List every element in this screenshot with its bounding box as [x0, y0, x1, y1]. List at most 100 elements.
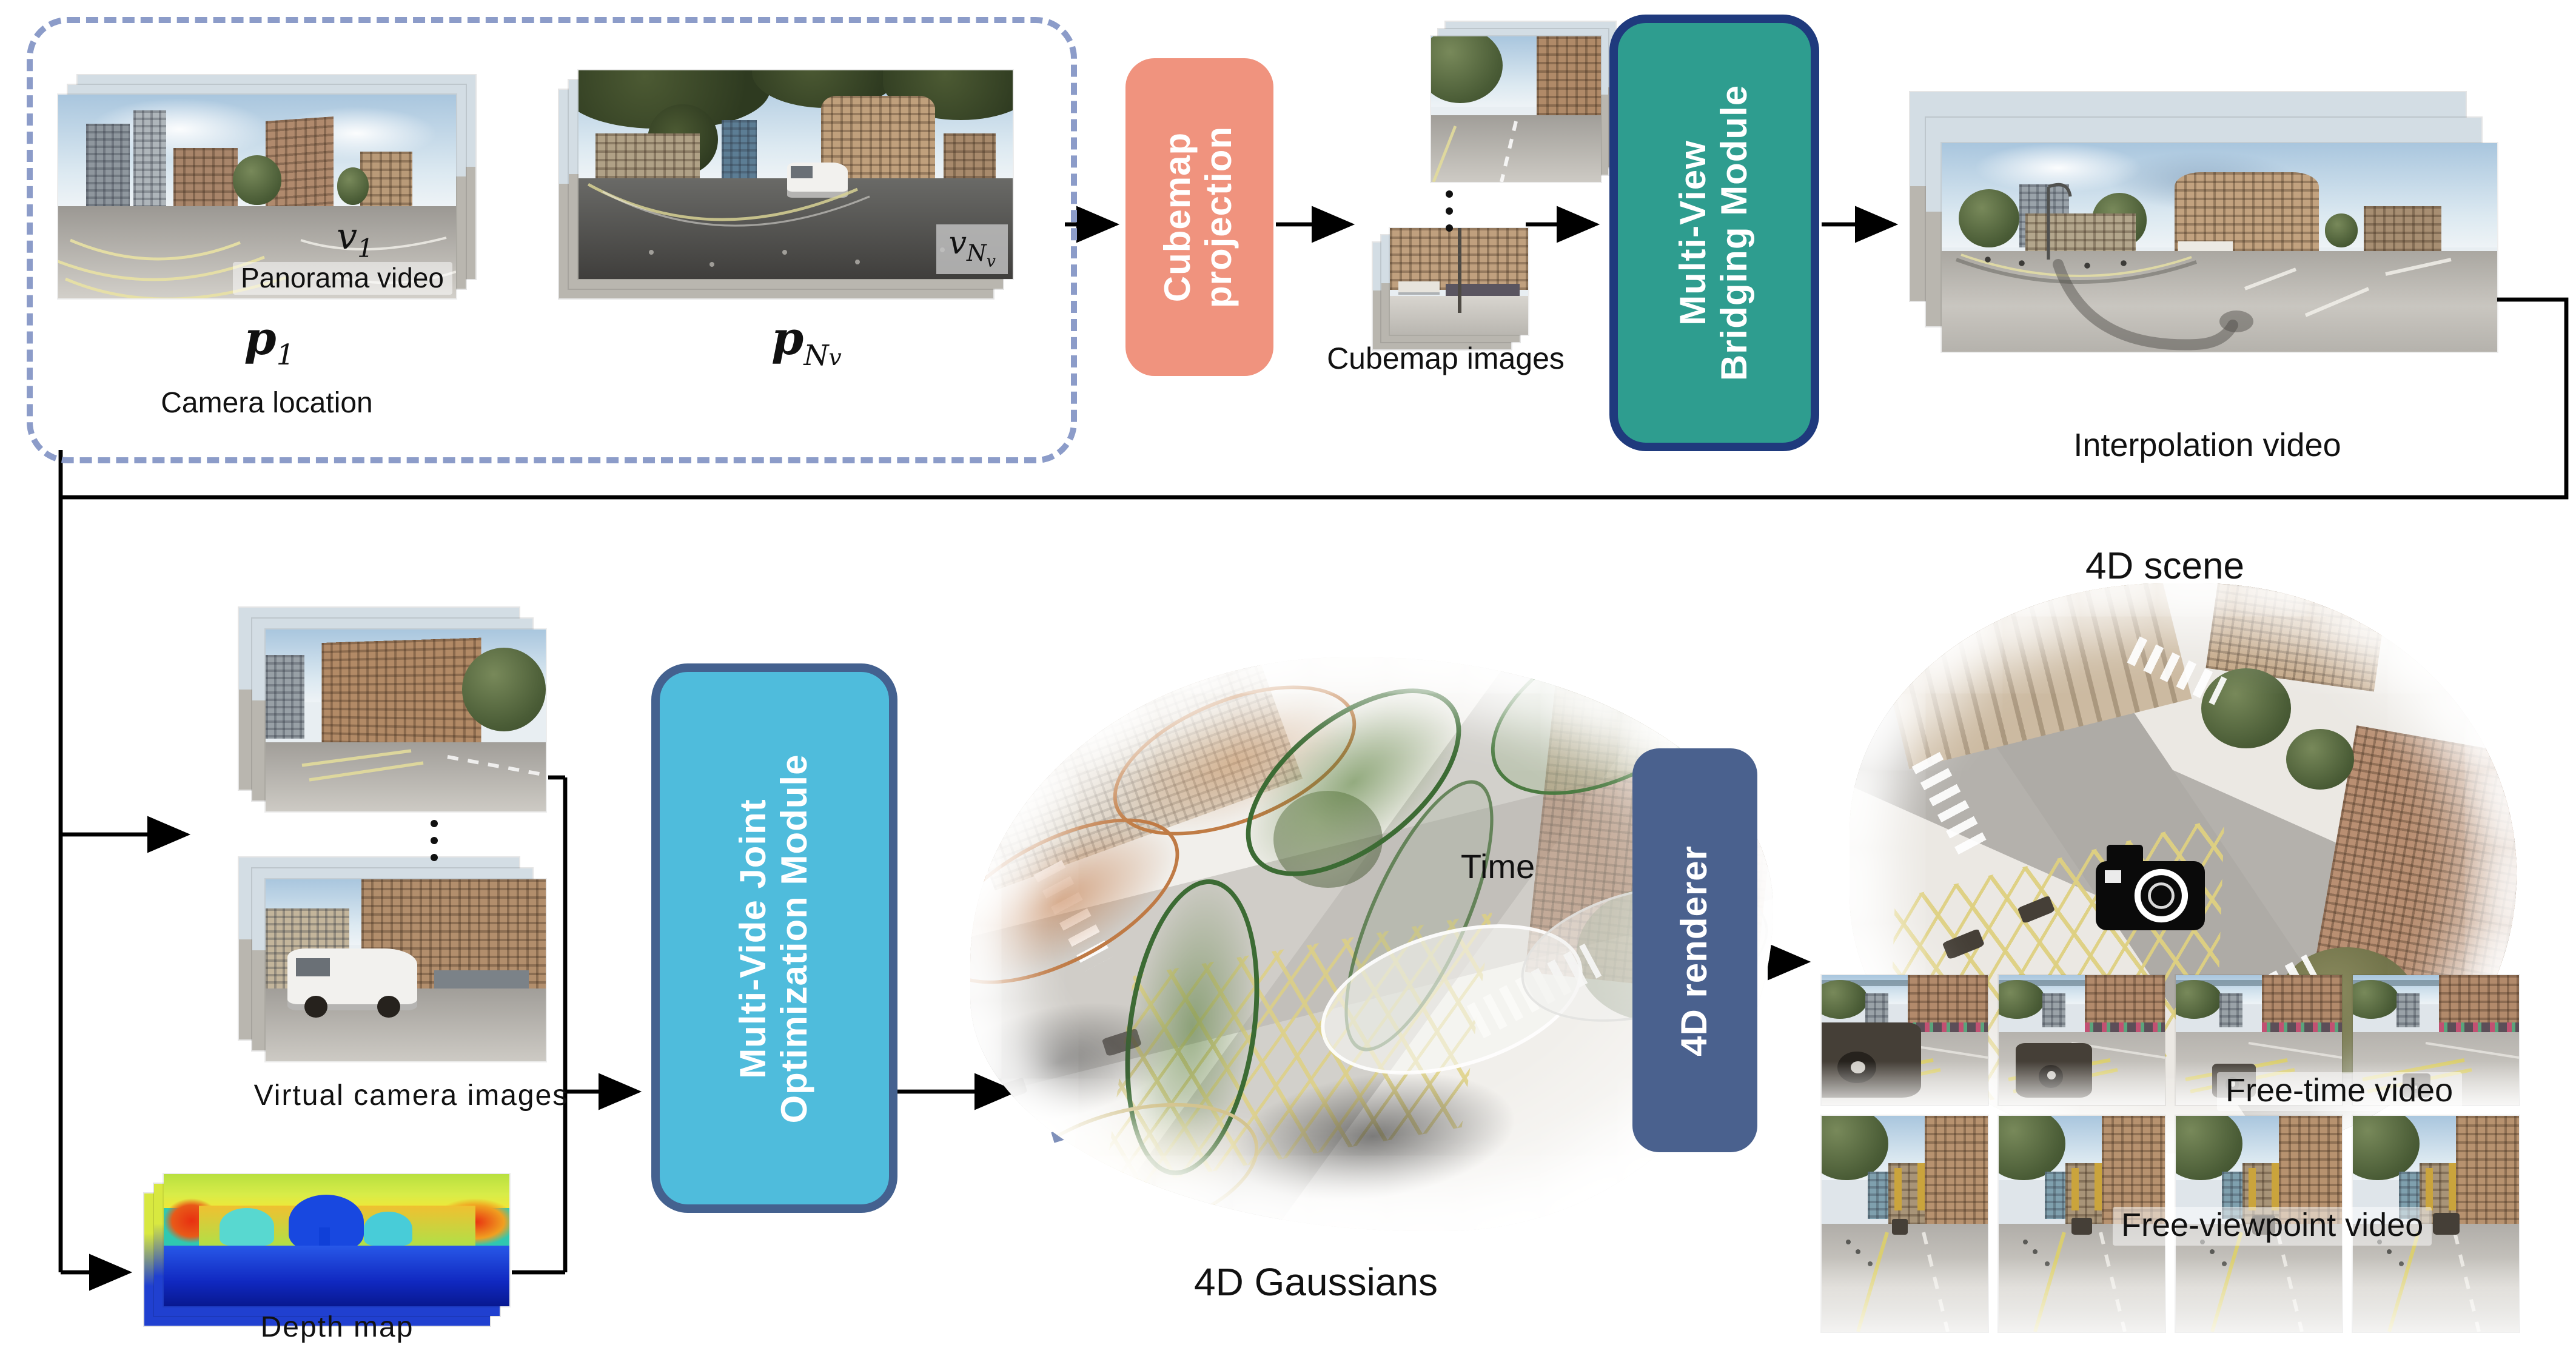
- car-decor: [2432, 1213, 2460, 1235]
- interpolation-video-image: [1942, 143, 2497, 352]
- cubebot-awning: [1398, 281, 1440, 292]
- i-decor: [1446, 207, 1453, 215]
- circle-decor: [2019, 260, 2025, 266]
- depth-ground: [164, 1245, 509, 1306]
- cubetop-markings: [1432, 121, 1518, 182]
- cubemap-ellipsis-dots: [1446, 190, 1453, 232]
- scene-tree2: [2286, 729, 2354, 790]
- b-decor: [2219, 993, 2242, 1027]
- cubemap-image-bottom: [1390, 228, 1528, 335]
- fade-decor: [1999, 1061, 2165, 1105]
- free-time-frame-1: [1822, 975, 1988, 1105]
- renderer-4d-text: 4D renderer: [1674, 845, 1716, 1056]
- interp-round-building: [2175, 172, 2319, 254]
- interp-road-markings: [1955, 183, 2452, 351]
- virtbot-van-tire2: [377, 996, 400, 1018]
- interp-tree3: [2325, 213, 2358, 247]
- div-decor: 4D renderer: [1674, 845, 1715, 1056]
- span-decor: p: [771, 310, 804, 365]
- i-decor: [1446, 224, 1453, 232]
- sub-decor: Nv: [803, 338, 842, 372]
- b-decor: [2439, 975, 2519, 1027]
- virtual-camera-image-top: [266, 629, 546, 811]
- path-decor: [1432, 126, 1457, 182]
- b-decor: [2272, 1163, 2279, 1211]
- i-decor: [431, 854, 438, 861]
- virttop-road: [266, 742, 546, 811]
- scene-4d-label: 4D scene: [2085, 545, 2244, 587]
- sub-decor: Nv: [967, 242, 996, 271]
- cubemap-projection-module: Cubemap projection: [1125, 58, 1273, 376]
- b-decor: [2353, 980, 2519, 986]
- time-label: Time: [1460, 848, 1535, 885]
- circle-decor: [2121, 260, 2127, 266]
- fade-decor: [1999, 1258, 2165, 1332]
- rect-decor: [2107, 845, 2143, 868]
- fade-decor: [2353, 1258, 2519, 1332]
- b-decor: [1894, 1167, 1902, 1211]
- circle-decor: [2148, 882, 2175, 909]
- div-decor: Cubemap: [1158, 132, 1199, 303]
- b-decor: [2426, 1167, 2433, 1211]
- div-decor: projection: [1199, 126, 1239, 309]
- b-decor: [1868, 1172, 1888, 1220]
- b-decor: [2085, 975, 2165, 1027]
- cubetop-building: [1536, 36, 1601, 121]
- path-decor: [2425, 1042, 2519, 1059]
- b-decor: [1917, 1163, 1925, 1211]
- span-decor: v: [948, 226, 967, 263]
- b-decor: [2071, 1167, 2079, 1211]
- path-decor: [1955, 258, 2197, 284]
- b-decor: [2439, 1022, 2519, 1035]
- pano1-building-gray2: [133, 110, 166, 213]
- path-decor: [2053, 259, 2238, 351]
- virtbot-van-window: [296, 958, 330, 976]
- interpolation-video-label: Interpolation video: [2073, 427, 2341, 463]
- rect-decor: [2105, 870, 2121, 883]
- path-decor: [2047, 183, 2072, 260]
- sub-decor: v: [986, 252, 996, 272]
- b-decor: [2042, 993, 2065, 1027]
- path-decor: [2248, 1042, 2342, 1059]
- cubebot-storefront: [1445, 283, 1520, 297]
- virtual-camera-images-label: Virtual camera images: [253, 1079, 569, 1112]
- sub-decor: 1: [357, 233, 374, 263]
- multi-view-bridging-module: Multi-View Bridging Module: [1609, 15, 1819, 451]
- free-viewpoint-frame-1: [1822, 1116, 1988, 1332]
- virttop-tree: [461, 648, 546, 731]
- path-decor: [1500, 121, 1518, 182]
- optimization-module-text: Multi-Vide Joint Optimization Module: [733, 754, 816, 1123]
- poseN-symbol: pNv: [716, 310, 897, 372]
- depth-map-image: [164, 1174, 509, 1306]
- circle-decor: [649, 250, 654, 255]
- fade-decor: [1822, 1061, 1988, 1105]
- video1-symbol: v1: [337, 217, 374, 263]
- ellipse-decor: [2219, 310, 2253, 332]
- path-decor: [602, 190, 870, 227]
- input-panorama-group-box: [27, 17, 1077, 463]
- panorama2-image: vNv: [579, 70, 1013, 279]
- i-decor: [1446, 190, 1453, 198]
- span-decor: p: [244, 310, 277, 365]
- circle-decor: [2033, 1249, 2038, 1254]
- circle-decor: [709, 262, 714, 267]
- virttop-building2: [266, 655, 305, 739]
- gaussians-4d-label: 4D Gaussians: [1194, 1260, 1438, 1304]
- free-viewpoint-frame-3: [2176, 1116, 2342, 1332]
- free-viewpoint-frame-2: [1999, 1116, 2165, 1332]
- depth-bush2: [364, 1211, 413, 1246]
- b-decor: [1908, 1022, 1988, 1035]
- circle-decor: [1985, 257, 1991, 263]
- circle-decor: [855, 260, 860, 264]
- path-decor: [2244, 258, 2452, 317]
- span-decor: N: [803, 338, 829, 372]
- pano1-building-gray1: [86, 123, 130, 213]
- virttop-markings: [301, 749, 546, 782]
- camera-location-label: Camera location: [161, 387, 373, 420]
- free-time-video-label: Free-time video: [2217, 1072, 2462, 1111]
- pano1-building-brick1: [173, 147, 238, 213]
- b-decor: [1999, 980, 2165, 986]
- path-decor: [1961, 253, 2192, 277]
- g-decor: [1985, 257, 2127, 269]
